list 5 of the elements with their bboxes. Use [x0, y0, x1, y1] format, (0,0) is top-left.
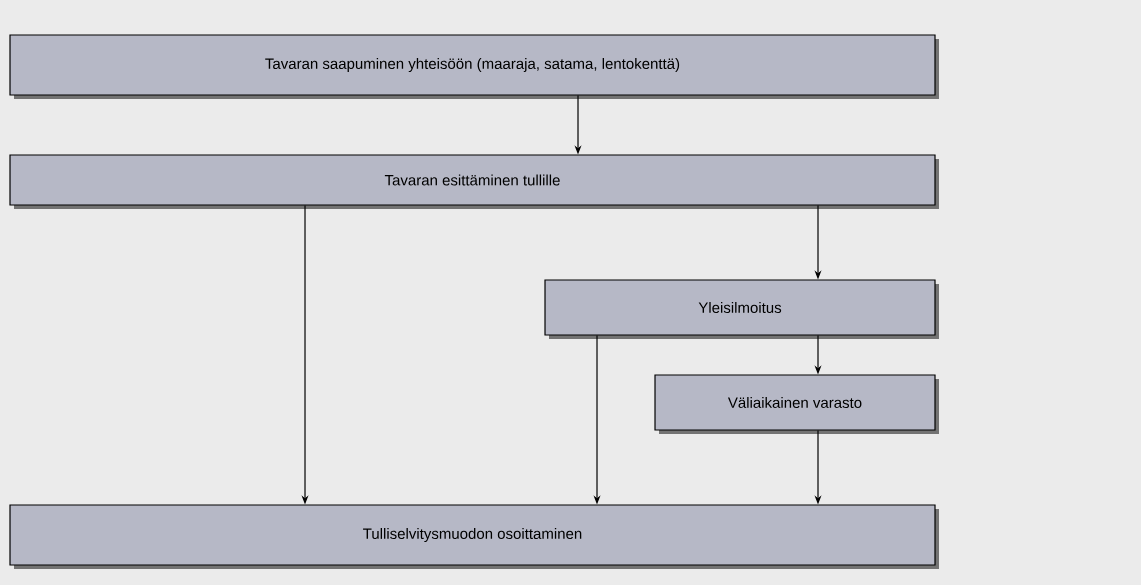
process-box: Tavaran esittäminen tullille [9, 154, 936, 206]
process-box: Tavaran saapuminen yhteisöön (maaraja, satama, lentokenttä) [9, 34, 936, 96]
process-box: Tulliselvitysmuodon osoittaminen [9, 504, 936, 566]
process-box: Väliaikainen varasto [654, 374, 936, 431]
process-box: Yleisilmoitus [544, 279, 936, 336]
